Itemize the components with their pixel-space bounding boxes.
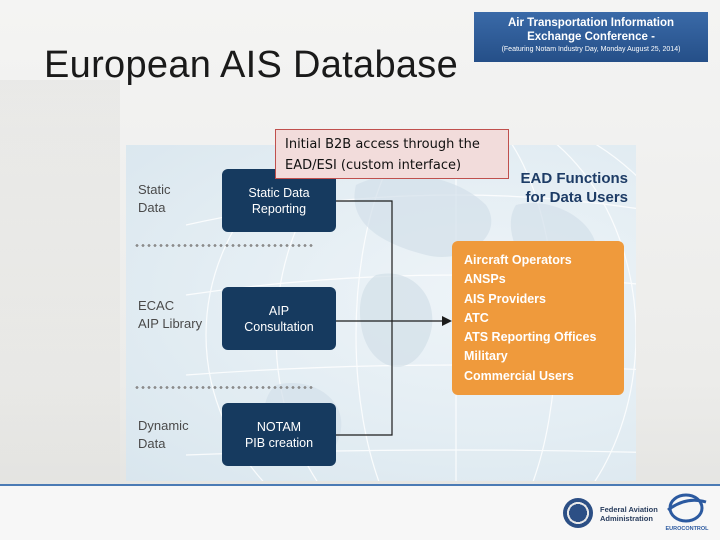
user-commercial-users: Commercial Users <box>464 368 574 383</box>
eurocontrol-logo-icon <box>667 493 707 523</box>
background-decoration <box>0 80 120 480</box>
b2b-callout: Initial B2B access through the EAD/ESI (… <box>275 129 509 179</box>
banner-line-3: (Featuring Notam Industry Day, Monday Au… <box>501 46 681 53</box>
conference-banner: Air Transportation Information Exchange … <box>474 12 708 62</box>
box-notam-pib-creation: NOTAM PIB creation <box>222 403 336 466</box>
ead-functions-title: EAD Functions for Data Users <box>520 170 629 206</box>
label-static-data: Static Data <box>138 182 171 215</box>
data-users-box: Aircraft Operators ANSPs AIS Providers A… <box>452 241 624 395</box>
faa-logo-text: Federal Aviation Administration <box>600 505 658 523</box>
footer <box>0 486 720 540</box>
user-atc: ATC <box>464 310 489 325</box>
connector-lines <box>336 200 452 436</box>
arrow-head <box>442 316 452 326</box>
banner-line-1: Air Transportation Information <box>507 17 675 29</box>
slide-title: European AIS Database <box>44 44 459 86</box>
label-dynamic-data: Dynamic Data <box>138 418 189 451</box>
ead-diagram: Static Data ECAC AIP Library Dynamic Dat… <box>126 145 636 481</box>
box-aip-consultation: AIP Consultation <box>222 287 336 350</box>
box-static-data-reporting: Static Data Reporting <box>222 169 336 232</box>
user-ansps: ANSPs <box>464 272 506 287</box>
faa-seal-icon <box>563 498 593 528</box>
user-military: Military <box>464 349 508 364</box>
eurocontrol-logo-text: EUROCONTROL <box>665 526 709 532</box>
footer-divider <box>0 484 720 486</box>
user-ais-providers: AIS Providers <box>464 291 546 306</box>
user-aircraft-operators: Aircraft Operators <box>464 253 572 267</box>
banner-line-2: Exchange Conference - <box>527 31 655 43</box>
user-ats-reporting-offices: ATS Reporting Offices <box>464 330 597 345</box>
separator-dots-1 <box>134 244 314 247</box>
connector-top <box>336 200 393 321</box>
label-ecac-aip-library: ECAC AIP Library <box>138 298 203 331</box>
connector-bottom <box>336 321 393 436</box>
separator-dots-2 <box>134 386 314 389</box>
